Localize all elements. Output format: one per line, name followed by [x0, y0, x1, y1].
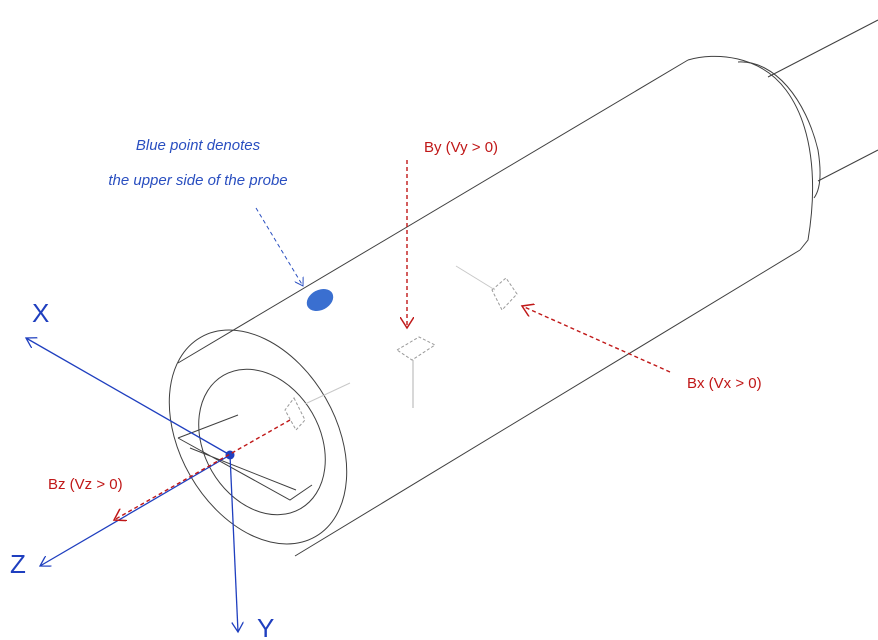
coordinate-axes: [26, 338, 238, 632]
by-label: By (Vy > 0): [424, 139, 498, 156]
rod-bottom-edge: [817, 149, 878, 182]
cylinder-bottom-edge: [294, 249, 801, 557]
annotation-line-1: Blue point denotes: [136, 137, 261, 154]
z-axis-label: Z: [10, 549, 26, 579]
bz-label: Bz (Vz > 0): [48, 476, 123, 493]
sensor-y: [396, 336, 437, 361]
rod-top-edge: [767, 19, 878, 78]
front-face-inner: [198, 368, 326, 516]
rear-cap-outline: [687, 55, 814, 251]
field-arrows: [114, 160, 671, 520]
sensor-z-lead: [304, 382, 351, 405]
annotation-line-2: the upper side of the probe: [108, 172, 287, 189]
annotation-arrow: [255, 207, 303, 286]
x-axis-arrow: [26, 338, 231, 456]
sensor-x-lead: [455, 265, 496, 291]
sensor-x: [491, 277, 518, 311]
bz-arrow: [114, 419, 291, 520]
cylinder-top-edge: [177, 59, 689, 364]
rear-cap-ridge: [737, 61, 821, 199]
front-face: [168, 329, 348, 545]
y-axis-label: Y: [257, 613, 274, 640]
probe-body: [168, 19, 878, 557]
bx-arrow: [522, 306, 671, 373]
sensor-z: [284, 397, 306, 431]
bx-label: Bx (Vx > 0): [687, 375, 762, 392]
y-axis-arrow: [229, 454, 238, 632]
hall-sensors: [284, 265, 518, 431]
z-axis-arrow: [40, 454, 231, 566]
upper-side-marker: [306, 288, 334, 312]
probe-slot: [177, 414, 313, 501]
x-axis-label: X: [32, 298, 49, 328]
